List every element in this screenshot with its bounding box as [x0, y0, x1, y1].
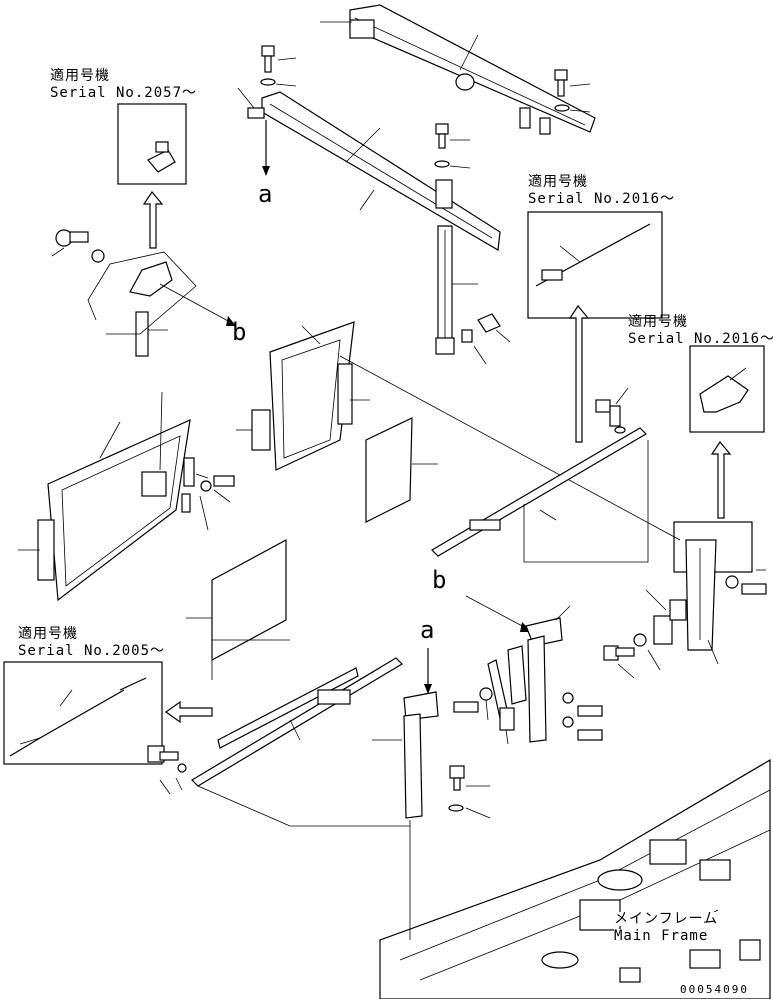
- bolt-damper: [603, 645, 635, 661]
- mat-lower: [211, 538, 287, 662]
- bolt-top-right: [554, 69, 570, 112]
- bolt-top-left: [260, 45, 276, 86]
- serial-note-2057-jp: 適用号機: [50, 68, 110, 84]
- callout-a-upper: a: [258, 180, 273, 208]
- door-panel-center: [251, 321, 355, 471]
- drawing-number: 00054090: [680, 983, 749, 996]
- callout-a-lower: a: [420, 616, 435, 644]
- rail-detail: [9, 689, 125, 757]
- bracket-a: [403, 691, 439, 819]
- inset-box-2016-rail: [527, 211, 663, 319]
- bolts-right-center: [562, 692, 603, 741]
- main-frame-label-en: Main Frame: [614, 928, 709, 944]
- callout-b-left: b: [232, 318, 247, 346]
- right-pillar: [673, 521, 753, 651]
- top-bracket-part: [349, 4, 596, 135]
- bolt-post: [434, 123, 450, 168]
- inset-box-2016-bracket: [689, 345, 765, 433]
- serial-note-2005-jp: 適用号機: [18, 626, 78, 642]
- bracket-b: [525, 617, 563, 743]
- main-frame-label-jp: メインフレーム: [614, 911, 719, 927]
- serial-note-2016-bracket-en: Serial No.2016〜: [628, 331, 773, 347]
- bolt-right-mid: [595, 399, 626, 434]
- floor-rail: [191, 657, 403, 787]
- door-panel-left: [37, 418, 195, 602]
- inset-box-2057: [117, 103, 187, 185]
- up-arrow-2016-rail: [568, 304, 590, 443]
- left-arrow-2005: [164, 700, 213, 724]
- side-rail: [431, 427, 647, 557]
- bracket-detail: [699, 367, 749, 413]
- serial-note-2016-bracket-jp: 適用号機: [628, 314, 688, 330]
- mat-upper: [365, 417, 413, 523]
- callout-b-lower: b: [432, 566, 447, 594]
- up-arrow-2057: [142, 190, 164, 249]
- serial-note-2057-en: Serial No.2057〜: [50, 85, 198, 101]
- serial-note-2016-rail-jp: 適用号機: [528, 174, 588, 190]
- small-brackets: [453, 645, 527, 731]
- inset-box-2005: [3, 661, 163, 765]
- rail-bolt: [147, 745, 187, 773]
- serial-note-2005-en: Serial No.2005〜: [18, 643, 166, 659]
- hinge-bolt-left: [200, 475, 235, 492]
- latch-detail: [147, 141, 176, 173]
- serial-note-2016-rail-en: Serial No.2016〜: [528, 191, 676, 207]
- bolt-lower-center: [448, 765, 465, 812]
- cab-frame-beam: [247, 91, 501, 355]
- latch-knob: [55, 229, 173, 357]
- bolt-right-pillar: [725, 575, 767, 595]
- main-frame-part: [379, 758, 771, 999]
- bolt-post-side: [461, 313, 501, 343]
- up-arrow-2016-bracket: [710, 440, 732, 519]
- damper-part: [633, 599, 687, 647]
